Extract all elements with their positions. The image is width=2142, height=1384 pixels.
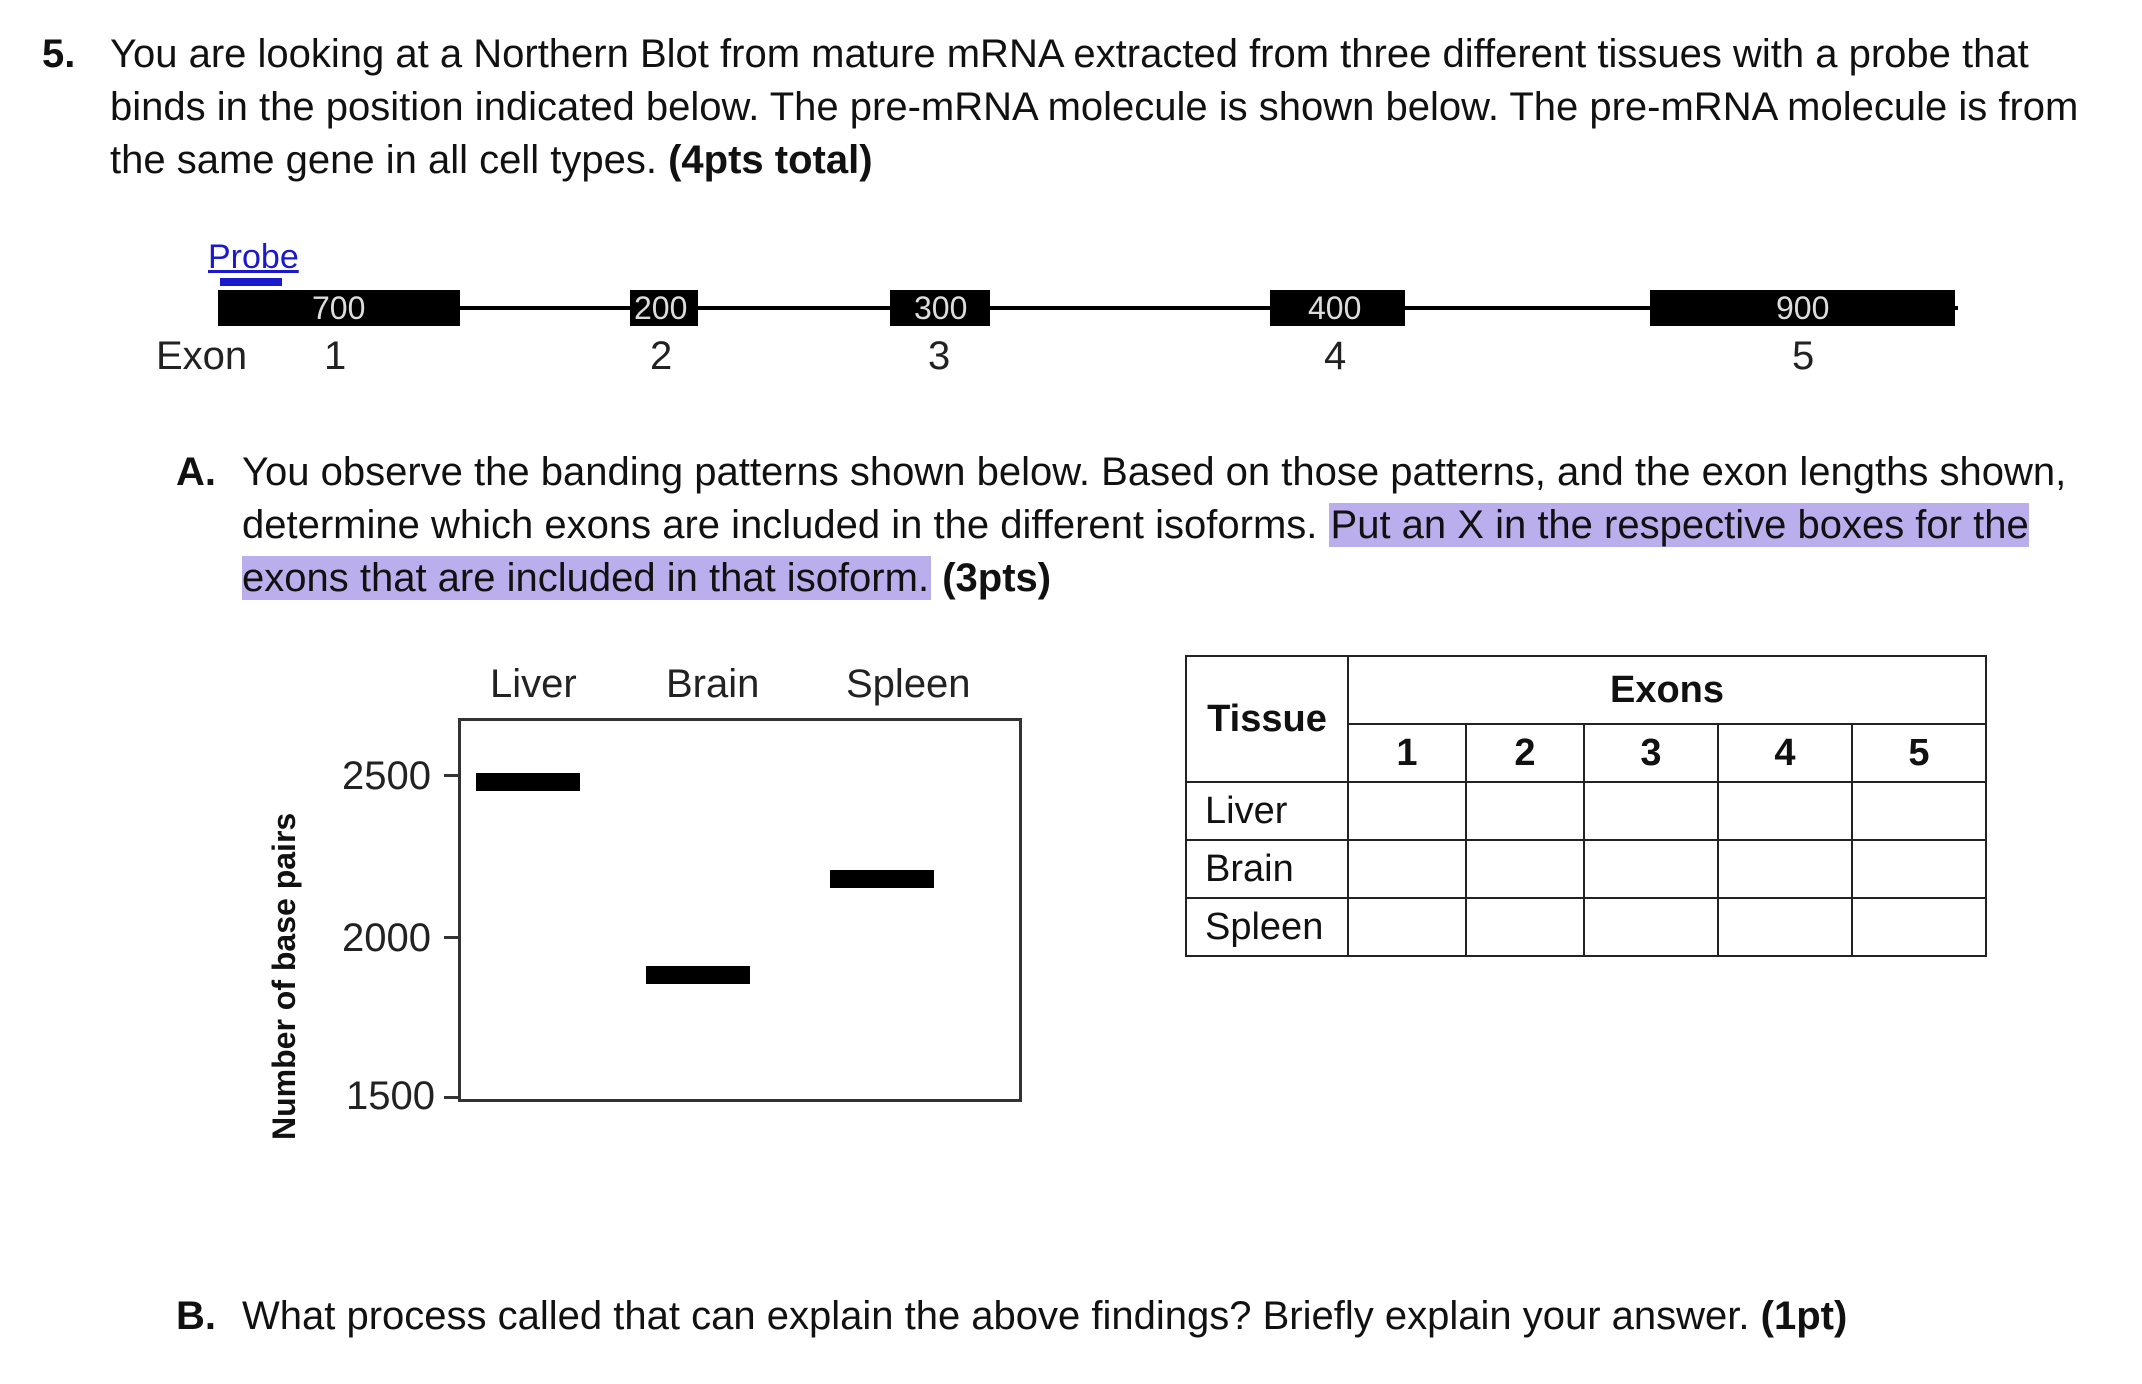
question-text: You are looking at a Northern Blot from …	[110, 28, 2110, 187]
cell-spleen-exon-3[interactable]	[1583, 897, 1719, 957]
question-number: 5.	[42, 32, 76, 76]
tick-2500	[444, 774, 460, 777]
cell-spleen-exon-5[interactable]	[1851, 897, 1987, 957]
tick-label-1500: 1500	[346, 1074, 435, 1118]
question-points: (4pts total)	[668, 138, 873, 182]
probe-bar	[220, 278, 282, 286]
exon-4-box	[1270, 290, 1405, 326]
exon-col-4: 4	[1717, 723, 1853, 783]
cell-brain-exon-1[interactable]	[1347, 839, 1467, 899]
part-a-points: (3pts)	[942, 556, 1052, 600]
cell-liver-exon-1[interactable]	[1347, 781, 1467, 841]
exon-2-number: 2	[650, 334, 673, 378]
cell-liver-exon-2[interactable]	[1465, 781, 1585, 841]
exon-1-length: 700	[312, 290, 366, 326]
exon-1-box	[218, 290, 460, 326]
part-b-text: What process called that can explain the…	[242, 1290, 2122, 1343]
part-a-text: You observe the banding patterns shown b…	[242, 446, 2122, 605]
exon-col-2: 2	[1465, 723, 1585, 783]
band-spleen	[830, 870, 934, 888]
band-brain	[646, 966, 750, 984]
exons-header: Exons	[1347, 655, 1987, 725]
question-body: You are looking at a Northern Blot from …	[110, 32, 2079, 182]
cell-liver-exon-5[interactable]	[1851, 781, 1987, 841]
probe-label: Probe	[208, 238, 299, 276]
row-label-spleen: Spleen	[1185, 897, 1349, 957]
exon-table: Tissue Exons 1 2 3 4 5 Liver Brain S	[1185, 655, 1987, 957]
lane-label-brain: Brain	[666, 662, 760, 706]
cell-spleen-exon-4[interactable]	[1717, 897, 1853, 957]
tissue-header: Tissue	[1185, 655, 1349, 783]
gene-diagram: Probe 700 200 300 400 900 Exon 1 2 3 4 5	[0, 230, 2142, 390]
gel-ylabel: Number of base pairs	[266, 812, 302, 1140]
exon-1-number: 1	[324, 334, 347, 378]
exon-col-3: 3	[1583, 723, 1719, 783]
tick-1500	[444, 1096, 460, 1099]
exon-5-number: 5	[1792, 334, 1815, 378]
exon-3-number: 3	[928, 334, 951, 378]
gel-frame	[458, 718, 1022, 1102]
exon-col-1: 1	[1347, 723, 1467, 783]
cell-spleen-exon-2[interactable]	[1465, 897, 1585, 957]
exon-4-number: 4	[1324, 334, 1347, 378]
part-a-body: You observe the banding patterns shown b…	[242, 450, 2067, 547]
part-b-body: What process called that can explain the…	[242, 1294, 1750, 1338]
northern-blot: Liver Brain Spleen 2500 2000 1500 Number…	[0, 650, 1100, 1150]
row-label-brain: Brain	[1185, 839, 1349, 899]
exon-3-box	[890, 290, 990, 326]
table-row: Brain	[1185, 839, 1987, 899]
exon-5-length: 900	[1776, 290, 1830, 326]
lane-label-spleen: Spleen	[846, 662, 971, 706]
part-a-letter: A.	[176, 450, 216, 494]
cell-spleen-exon-1[interactable]	[1347, 897, 1467, 957]
table-row: Liver	[1185, 781, 1987, 841]
exon-word: Exon	[156, 334, 248, 378]
table-row: Spleen	[1185, 897, 1987, 957]
exon-4-length: 400	[1308, 290, 1362, 326]
table-header-row-2: 1 2 3 4 5	[1186, 723, 1987, 783]
tick-label-2500: 2500	[342, 754, 431, 798]
cell-liver-exon-3[interactable]	[1583, 781, 1719, 841]
cell-brain-exon-3[interactable]	[1583, 839, 1719, 899]
cell-brain-exon-2[interactable]	[1465, 839, 1585, 899]
cell-brain-exon-4[interactable]	[1717, 839, 1853, 899]
exon-2-box	[630, 290, 698, 326]
exon-5-box	[1650, 290, 1955, 326]
cell-brain-exon-5[interactable]	[1851, 839, 1987, 899]
exon-col-5: 5	[1851, 723, 1987, 783]
lane-label-liver: Liver	[490, 662, 577, 706]
tick-label-2000: 2000	[342, 916, 431, 960]
tick-2000	[444, 936, 460, 939]
row-label-liver: Liver	[1185, 781, 1349, 841]
cell-liver-exon-4[interactable]	[1717, 781, 1853, 841]
exon-3-length: 300	[914, 290, 968, 326]
part-b-points: (1pt)	[1760, 1294, 1848, 1338]
exon-2-length: 200	[634, 290, 688, 326]
band-liver	[476, 773, 580, 791]
table-header-row-1: Tissue Exons	[1185, 655, 1987, 783]
exon-table-wrapper: Tissue Exons 1 2 3 4 5 Liver Brain S	[1185, 655, 1987, 957]
part-b-letter: B.	[176, 1294, 216, 1338]
intron-line	[218, 306, 1958, 310]
